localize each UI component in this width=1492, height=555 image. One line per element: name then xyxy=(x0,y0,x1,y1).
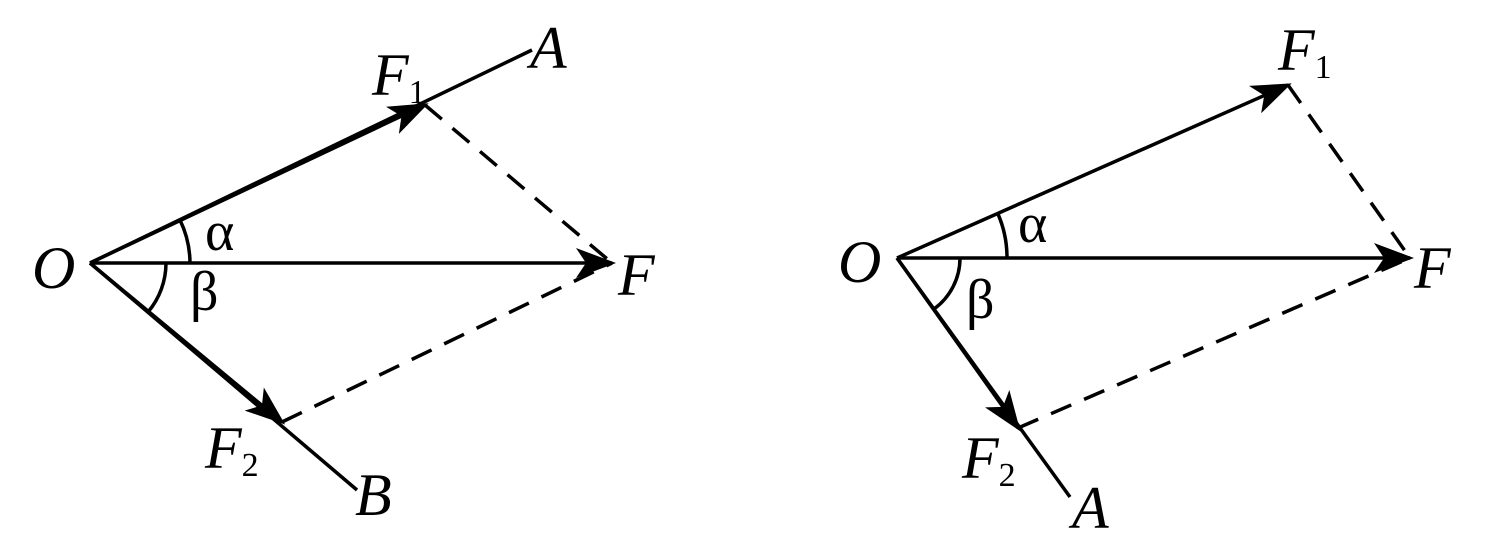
label-f2-subscript: 2 xyxy=(242,447,259,484)
right-figure xyxy=(895,83,1414,499)
label-f2-subscript: 2 xyxy=(999,457,1016,494)
label-point-b: B xyxy=(355,462,392,528)
label-alpha: α xyxy=(205,201,234,263)
label-f1: F1 xyxy=(371,42,426,111)
label-f2: F2 xyxy=(204,415,259,484)
label-f1-letter: F xyxy=(371,42,410,108)
dashed-f2-to-f xyxy=(281,261,613,424)
label-f1-letter: F xyxy=(1277,17,1316,83)
label-resultant-f: F xyxy=(1413,235,1452,301)
label-point-a: A xyxy=(526,15,567,81)
force-f2-arrow xyxy=(895,256,1021,432)
label-beta: β xyxy=(190,261,219,323)
label-origin: O xyxy=(32,235,75,301)
dashed-f1-to-f xyxy=(1286,83,1412,260)
label-origin: O xyxy=(838,229,881,295)
force-f1-arrow xyxy=(896,83,1292,260)
force-f2-arrow xyxy=(88,261,286,425)
label-resultant-f: F xyxy=(617,242,656,308)
right-figure-labels: O F1 F F2 A α β xyxy=(838,17,1452,541)
label-f1-subscript: 1 xyxy=(1315,49,1332,86)
label-alpha: α xyxy=(1018,193,1047,255)
label-point-a: A xyxy=(1068,475,1109,541)
label-beta: β xyxy=(966,269,995,331)
angle-alpha-arc xyxy=(178,219,192,264)
label-f2-letter: F xyxy=(961,425,1000,491)
left-figure-labels: O A F1 F F2 B α β xyxy=(32,15,656,528)
dashed-f2-to-f xyxy=(1017,256,1411,430)
label-f2: F2 xyxy=(961,425,1016,494)
label-f2-letter: F xyxy=(204,415,243,481)
left-figure xyxy=(88,48,616,492)
angle-beta-arc xyxy=(146,262,168,314)
label-f1-subscript: 1 xyxy=(409,74,426,111)
angle-alpha-arc xyxy=(996,213,1009,259)
dashed-f1-to-f xyxy=(423,103,614,265)
force-f1-arrow xyxy=(89,103,429,265)
label-f1: F1 xyxy=(1277,17,1332,86)
angle-beta-arc xyxy=(932,257,962,311)
